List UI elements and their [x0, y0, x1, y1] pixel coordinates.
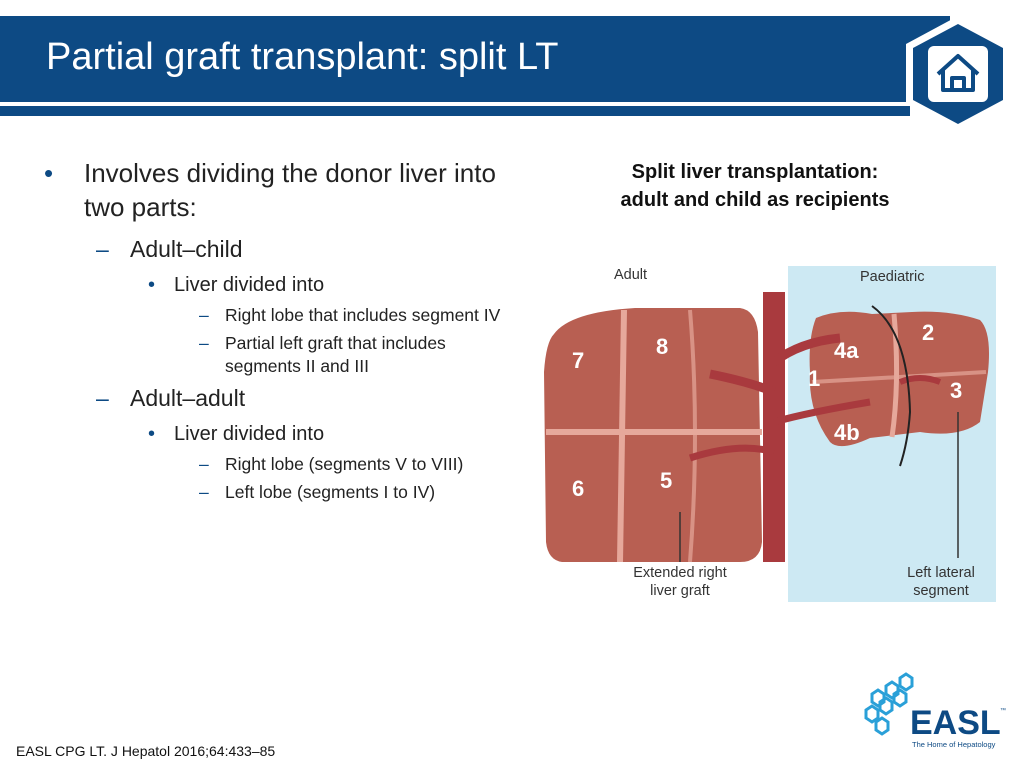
bullet-item: • Liver divided into — [44, 421, 514, 447]
segment-6: 6 — [572, 476, 585, 501]
bullet-marker: • — [148, 274, 156, 296]
label-left-lateral-segment: Left lateral segment — [896, 564, 986, 600]
bullet-text: Partial left graft that includes segment… — [225, 333, 446, 376]
bullet-item: – Adult–adult — [44, 383, 514, 413]
segment-8: 8 — [656, 334, 669, 359]
segment-4b: 4b — [834, 420, 860, 445]
bullet-marker: • — [44, 158, 54, 188]
bullet-item: – Right lobe that includes segment IV — [44, 304, 514, 327]
bullet-item: – Adult–child — [44, 234, 514, 264]
bullet-marker: • — [148, 423, 156, 445]
bullet-marker: – — [96, 236, 109, 262]
bullet-text: Liver divided into — [174, 423, 325, 445]
label-paediatric: Paediatric — [860, 269, 925, 285]
easl-logo: EASL ™ The Home of Hepatology — [864, 672, 1006, 749]
label-extended-right-graft: Extended right liver graft — [618, 564, 742, 600]
bullet-text: Adult–child — [130, 236, 243, 262]
home-icon — [936, 54, 980, 92]
label-line: liver graft — [650, 583, 710, 599]
segment-5: 5 — [660, 468, 673, 493]
bullet-text: Adult–adult — [130, 385, 246, 411]
bullet-item: – Right lobe (segments V to VIII) — [44, 453, 514, 476]
liver-illustration — [544, 266, 996, 602]
bullet-marker: – — [199, 482, 209, 502]
liver-split-diagram: Adult Paediatric 7 8 6 5 1 4a 4b 2 3 Ext… — [540, 262, 996, 602]
label-line: Extended right — [633, 565, 727, 581]
segment-3: 3 — [950, 378, 963, 403]
bullet-marker: – — [199, 305, 209, 325]
home-button[interactable] — [898, 10, 1018, 138]
bullet-text: Liver divided into — [174, 274, 325, 296]
logo-tagline: The Home of Hepatology — [912, 740, 996, 749]
bullet-marker: – — [199, 333, 209, 353]
figure-title-line: adult and child as recipients — [620, 189, 890, 211]
header-bar — [0, 16, 950, 102]
bullet-text: Right lobe that includes segment IV — [225, 305, 501, 325]
logo-trademark: ™ — [1000, 707, 1006, 714]
bullet-text: Involves dividing the donor liver into t… — [84, 158, 496, 222]
bullet-list: • Involves dividing the donor liver into… — [44, 156, 514, 509]
footer-reference: EASL CPG LT. J Hepatol 2016;64:433–85 — [16, 743, 276, 759]
bullet-item: – Left lobe (segments I to IV) — [44, 481, 514, 504]
slide-title: Partial graft transplant: split LT — [46, 36, 559, 78]
figure-title-line: Split liver transplantation: — [631, 161, 879, 183]
hexagon-cluster-icon — [864, 672, 914, 736]
segment-1: 1 — [808, 366, 821, 391]
bullet-text: Right lobe (segments V to VIII) — [225, 454, 464, 474]
label-line: Left lateral — [907, 565, 975, 581]
segment-2: 2 — [922, 320, 935, 345]
bullet-marker: – — [199, 454, 209, 474]
split-line — [871, 305, 912, 467]
logo-wordmark: EASL — [910, 704, 1001, 742]
bullet-item: • Involves dividing the donor liver into… — [44, 156, 514, 224]
label-adult: Adult — [614, 267, 648, 283]
header-underline — [0, 106, 910, 116]
segment-4a: 4a — [834, 338, 859, 363]
label-line: segment — [913, 583, 969, 599]
bullet-item: – Partial left graft that includes segme… — [44, 332, 514, 378]
bullet-text: Left lobe (segments I to IV) — [225, 482, 436, 502]
segment-7: 7 — [572, 348, 585, 373]
bullet-marker: – — [96, 385, 109, 411]
bullet-item: • Liver divided into — [44, 272, 514, 298]
figure-title: Split liver transplantation: adult and c… — [590, 158, 920, 214]
